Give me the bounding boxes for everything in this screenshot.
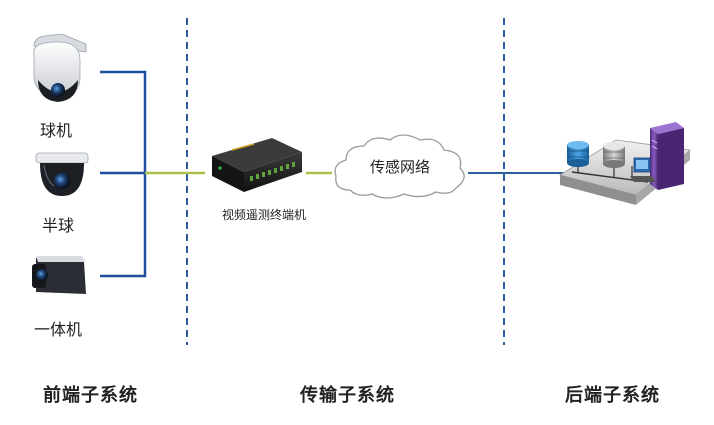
video-telemetry-terminal-icon	[212, 138, 302, 192]
camera-bracket-connector	[100, 70, 147, 278]
section-title-front-end: 前端子系统	[43, 385, 138, 406]
camera-label-half-dome: 半球	[42, 216, 75, 235]
section-title-transmission: 传输子系统	[300, 385, 395, 406]
section-title-back-end: 后端子系统	[565, 385, 660, 406]
terminal-label: 视频遥测终端机	[222, 208, 307, 222]
network-label: 传感网络	[370, 158, 431, 176]
half-dome-camera-icon	[35, 152, 89, 196]
camera-label-dome: 球机	[40, 121, 73, 140]
gray-database-icon	[603, 142, 625, 168]
server-tower-icon	[650, 122, 684, 190]
server-platform-icon	[559, 122, 691, 205]
camera-label-bullet: 一体机	[34, 320, 83, 339]
bullet-camera-icon	[32, 256, 86, 294]
dome-ptz-camera-icon	[33, 33, 87, 102]
blue-database-icon	[567, 141, 589, 167]
cloud-icon	[334, 134, 465, 199]
workstation-monitor-icon	[630, 157, 656, 182]
